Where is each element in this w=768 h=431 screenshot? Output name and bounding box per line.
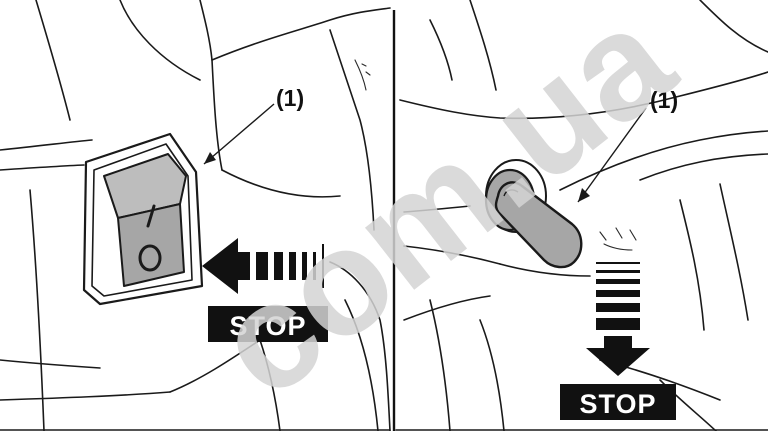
left-callout-label: (1) <box>276 85 304 111</box>
right-stop-badge: STOP <box>560 384 676 420</box>
rocker-switch <box>84 134 202 304</box>
down-arrow-icon <box>586 262 650 376</box>
right-stop-label: STOP <box>579 389 656 419</box>
